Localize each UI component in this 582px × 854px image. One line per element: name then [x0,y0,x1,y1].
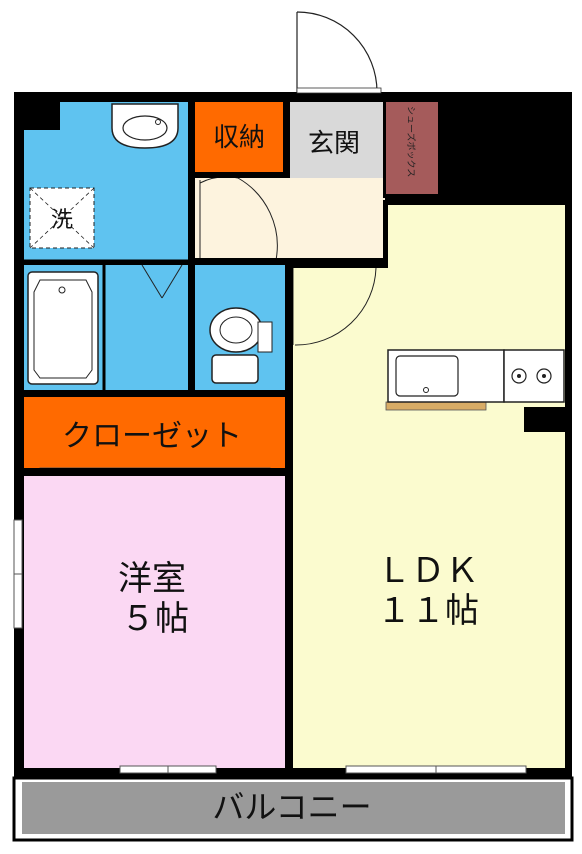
ldk-notch [524,407,565,432]
washer-label: 洗 [51,208,73,233]
washbasin [111,103,179,149]
ldk-size: １１帖 [377,591,479,631]
wall-notch [24,102,60,130]
toilet-fixture [209,307,273,384]
ldk-room [293,205,565,768]
kitchen-counter [385,349,505,411]
storage-label: 収納 [213,123,265,153]
entrance-door [296,11,382,94]
entrance-label: 玄関 [308,129,360,159]
western-room-size: ５帖 [121,599,189,639]
entrance-room [290,102,383,178]
western-room [24,476,285,768]
balcony-floor [22,782,565,834]
stove [503,349,565,403]
bathroom-door [141,264,183,299]
washer-pad [29,187,95,249]
balcony-label: バルコニー [212,788,371,826]
bathtub [27,271,99,385]
shoebox-label: シューズボックス [405,106,417,177]
hallway [195,178,385,261]
western-room-label: 洋室 [118,559,186,599]
closet-room [24,397,285,468]
closet-label: クローゼット [62,419,242,454]
shoe-box [386,102,438,194]
ldk-label: ＬＤＫ [377,551,479,591]
storage-room [195,102,283,172]
